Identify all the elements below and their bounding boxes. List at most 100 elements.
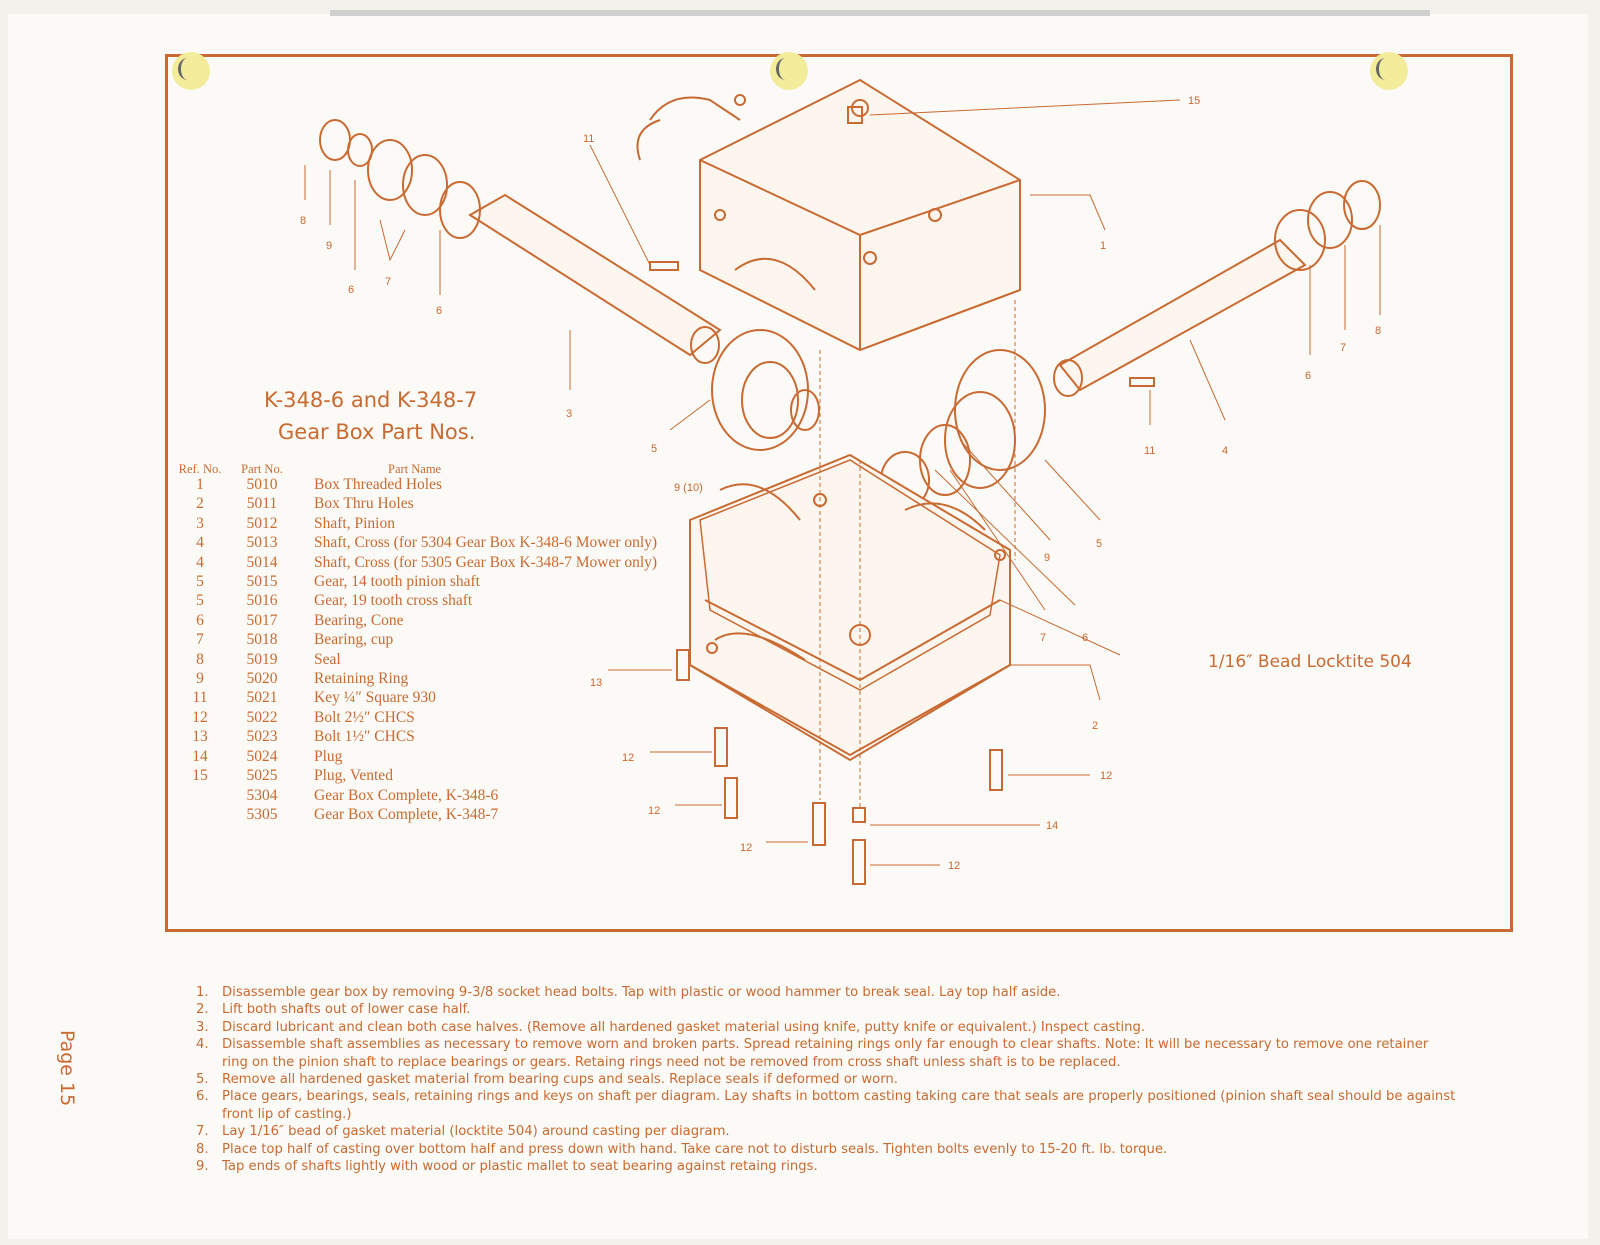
- callout-7-right: 7: [1340, 342, 1347, 354]
- callout-6: 6: [348, 284, 355, 296]
- ref-cell: 11: [192, 689, 208, 707]
- bearing-cup-left: [439, 181, 481, 239]
- callout-11: 11: [583, 133, 595, 145]
- part-number-cell: 5024: [246, 747, 278, 765]
- callout-8: 8: [300, 215, 307, 227]
- cross-shaft: [1058, 238, 1307, 392]
- callout-15: 15: [1188, 95, 1201, 107]
- callout-12b: 12: [648, 805, 661, 817]
- part-number-cell: 5018: [246, 631, 278, 649]
- gasket-bead: [699, 459, 1001, 691]
- header-name: Part Name: [388, 462, 442, 476]
- table-row: 5304 Gear Box Complete, K-348-6: [174, 786, 678, 805]
- ref-cell: [174, 805, 226, 824]
- callout-2: 2: [1092, 720, 1099, 732]
- part-number-cell: 5020: [246, 670, 278, 688]
- cross-gear: [954, 349, 1046, 471]
- list-item: 9.Tap ends of shafts lightly with wood o…: [196, 1158, 1456, 1175]
- ref-cell: 6: [196, 611, 204, 629]
- part-name-cell: Seal: [314, 650, 341, 668]
- part-number-cell: 5304: [246, 786, 278, 804]
- part-name-cell: Box Threaded Holes: [314, 476, 442, 493]
- step-text: Lift both shafts out of lower case half.: [222, 1002, 471, 1018]
- step-text: Discard lubricant and clean both case ha…: [222, 1019, 1146, 1035]
- table-row: 8 5019 Seal: [174, 650, 678, 669]
- part-name-cell: Bolt 2½″ CHCS: [314, 708, 415, 726]
- bottom-casting: [689, 453, 1011, 757]
- step-number: 2.: [196, 1002, 209, 1018]
- callout-14: 14: [1046, 820, 1059, 832]
- punch-hole-left: [172, 52, 210, 90]
- part-number-cell: 5305: [246, 805, 278, 823]
- top-casting: [699, 78, 1021, 352]
- part-name-cell: Box Thru Holes: [314, 495, 414, 513]
- table-row: 5 5016 Gear, 19 tooth cross shaft: [174, 591, 678, 610]
- ref-cell: 5: [196, 592, 204, 610]
- step-number: 7.: [196, 1124, 209, 1140]
- step-number: 1.: [196, 985, 209, 1000]
- locktite-label: 1/16″ Bead Locktite 504: [1208, 652, 1412, 672]
- step-text: Disassemble shaft assemblies as necessar…: [222, 1037, 1429, 1070]
- callout-6-bottom: 6: [1082, 632, 1089, 644]
- part-number-cell: 5010: [246, 476, 278, 493]
- table-row: 5305 Gear Box Complete, K-348-7: [174, 805, 678, 824]
- key-left: [649, 261, 679, 271]
- list-item: 8.Place top half of casting over bottom …: [196, 1141, 1456, 1158]
- step-text: Place gears, bearings, seals, retaining …: [222, 1089, 1456, 1122]
- punch-hole-middle: [770, 52, 808, 90]
- ref-cell: 13: [192, 728, 208, 746]
- list-item: 2. Lift both shafts out of lower case hal…: [196, 1001, 1456, 1018]
- scan-edge: [330, 10, 1430, 16]
- ref-cell: 5: [196, 573, 204, 591]
- callout-1: 1: [1100, 240, 1107, 252]
- ref-cell: 3: [196, 514, 204, 532]
- list-item: 6.Place gears, bearings, seals, retainin…: [196, 1088, 1456, 1123]
- part-name-cell: Bolt 1½″ CHCS: [314, 728, 415, 746]
- part-name-cell: Plug: [314, 747, 343, 765]
- callout-11-right: 11: [1144, 445, 1156, 457]
- list-item: 4. Disassemble shaft assemblies as necess…: [196, 1036, 1456, 1071]
- part-name-cell: Gear Box Complete, K-348-7: [314, 805, 499, 823]
- seal-right: [1343, 180, 1381, 230]
- callout-5: 5: [651, 443, 658, 455]
- part-number-cell: 5019: [246, 650, 278, 668]
- callout-7: 7: [385, 276, 392, 288]
- punch-hole-right: [1370, 52, 1408, 90]
- header-ref: Ref. No.: [178, 462, 222, 476]
- part-number-cell: 5023: [246, 728, 278, 746]
- step-number: 4.: [196, 1037, 209, 1053]
- part-name-cell: Gear, 19 tooth cross shaft: [314, 592, 473, 610]
- callout-8-right: 8: [1375, 325, 1382, 337]
- ref-cell: 2: [196, 495, 204, 513]
- callout-5-right: 5: [1096, 538, 1103, 550]
- callout-9-right: 9: [1044, 552, 1051, 564]
- ref-cell: 8: [196, 650, 204, 668]
- part-name-cell: Gear Box Complete, K-348-6: [314, 786, 499, 804]
- callout-3: 3: [566, 408, 573, 420]
- list-item: 1.Disassemble gear box by removing 9-3/8…: [196, 984, 1456, 1001]
- callout-9: 9: [326, 240, 333, 252]
- part-name-cell: Gear, 14 tooth pinion shaft: [314, 573, 480, 591]
- part-number-cell: 5016: [246, 592, 278, 610]
- list-item: 5.Remove all hardened gasket material fr…: [196, 1071, 1456, 1088]
- part-number-cell: 5014: [246, 553, 278, 571]
- callout-13: 13: [590, 677, 603, 689]
- part-name-cell: Retaining Ring: [314, 670, 409, 688]
- ref-cell: 7: [196, 631, 204, 649]
- parts-table-header: Ref. No. Part No. Part Name: [174, 462, 678, 476]
- step-number: 8.: [196, 1141, 209, 1157]
- table-row: 7 5018 Bearing, cup: [174, 630, 678, 649]
- part-name-cell: Bearing, Cone: [314, 611, 404, 629]
- part-name-cell: Bearing, cup: [314, 631, 394, 649]
- callout-12c: 12: [740, 842, 753, 854]
- part-number-cell: 5012: [246, 514, 278, 532]
- plug-14: [852, 807, 866, 823]
- callout-6b: 6: [436, 305, 443, 317]
